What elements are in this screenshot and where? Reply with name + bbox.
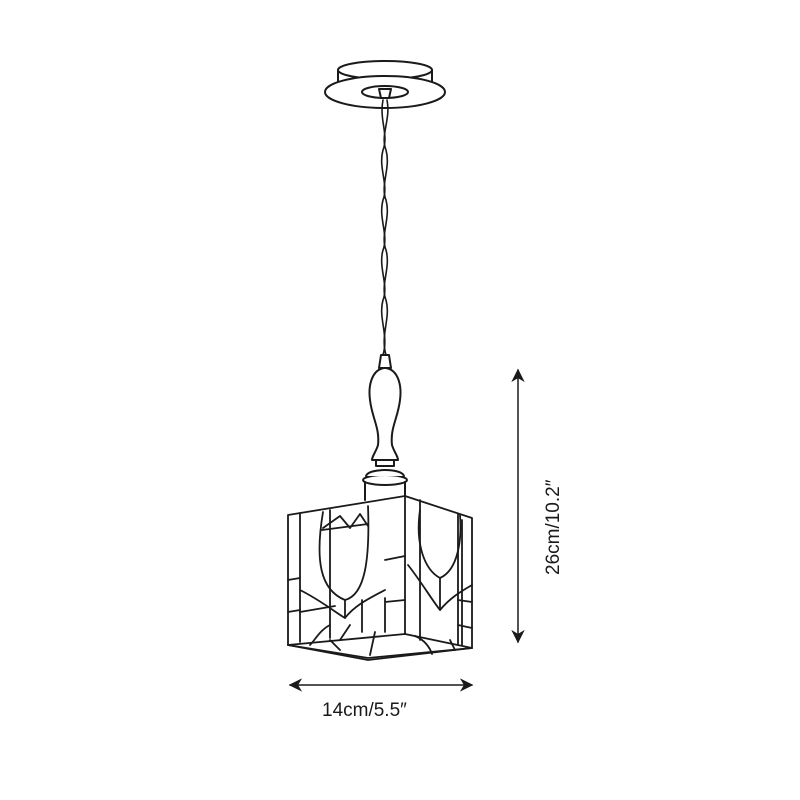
ceiling-canopy [324,60,446,109]
twisted-cable [380,99,389,356]
height-dimension-label: 26cm/10.2″ [543,479,564,575]
cube-glass-shade [287,495,473,661]
wooden-finial [368,354,402,467]
width-dimension-label: 14cm/5.5″ [322,700,407,721]
lamp-holder [362,469,408,501]
